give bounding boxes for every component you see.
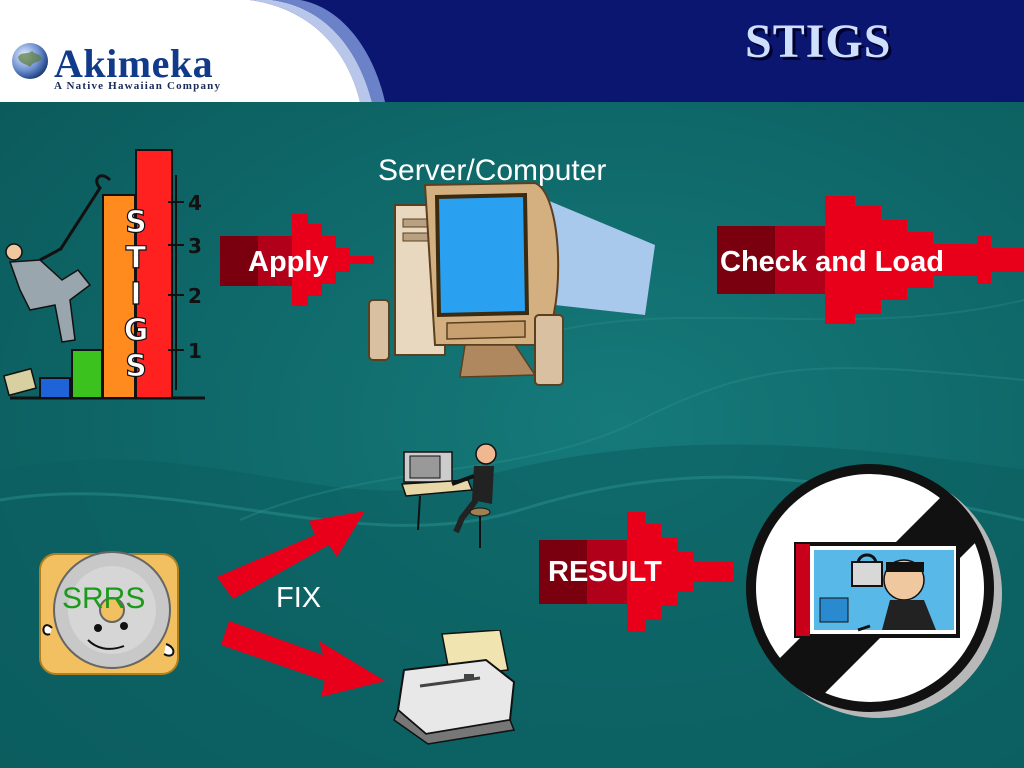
header-swoosh (0, 0, 385, 102)
fix-arrows (217, 511, 385, 697)
stigs-letter: T (126, 241, 147, 276)
header-bar: Akimeka A Native Hawaiian Company STIGS (0, 0, 1024, 102)
bar-blue (39, 377, 71, 399)
bar-red (135, 149, 173, 399)
globe-icon (12, 43, 48, 79)
tick-label-3: 3 (188, 234, 202, 258)
person-at-desk-icon (400, 443, 497, 548)
result-arrow (539, 512, 733, 632)
monitor-screen (434, 192, 530, 318)
logo-tagline: A Native Hawaiian Company (54, 80, 222, 92)
climber-figure (8, 259, 92, 343)
logo-name: Akimeka (54, 41, 214, 86)
fix-label: FIX (276, 582, 322, 614)
apply-label: Apply (248, 246, 329, 278)
computer-icon (368, 181, 655, 386)
tick-label-2: 2 (188, 284, 202, 308)
server-computer-label: Server/Computer (378, 154, 607, 187)
speaker-right (534, 314, 564, 386)
apply-arrow (220, 214, 374, 306)
check-and-load-arrow (717, 196, 1024, 324)
speaker-left (368, 299, 390, 361)
stigs-letter: I (130, 277, 141, 312)
stigs-bar-graphic: 4 3 2 1 STIGS (2, 149, 205, 400)
stigs-letter: S (125, 205, 147, 240)
srrs-cd-icon (39, 551, 179, 675)
bar-green (71, 349, 103, 399)
result-label: RESULT (548, 556, 662, 588)
tick-label-1: 1 (188, 339, 202, 363)
printer-icon (393, 630, 516, 745)
no-hacker-sign-icon (746, 464, 1002, 718)
fix-arrow-down (221, 621, 385, 697)
stigs-letter: G (124, 313, 149, 348)
stigs-letter: S (125, 349, 147, 384)
padlock-icon (851, 561, 883, 587)
slide-title: STIGS (745, 15, 892, 68)
tick-label-4: 4 (188, 191, 202, 215)
stigs-vertical-word: STIGS (123, 204, 149, 384)
srrs-label: SRRS (62, 582, 146, 615)
rope (58, 174, 112, 251)
fix-arrow-up (217, 511, 365, 599)
briefcase (2, 367, 38, 397)
check-and-load-label: Check and Load (720, 246, 944, 278)
company-logo: Akimeka A Native Hawaiian Company (6, 38, 246, 98)
